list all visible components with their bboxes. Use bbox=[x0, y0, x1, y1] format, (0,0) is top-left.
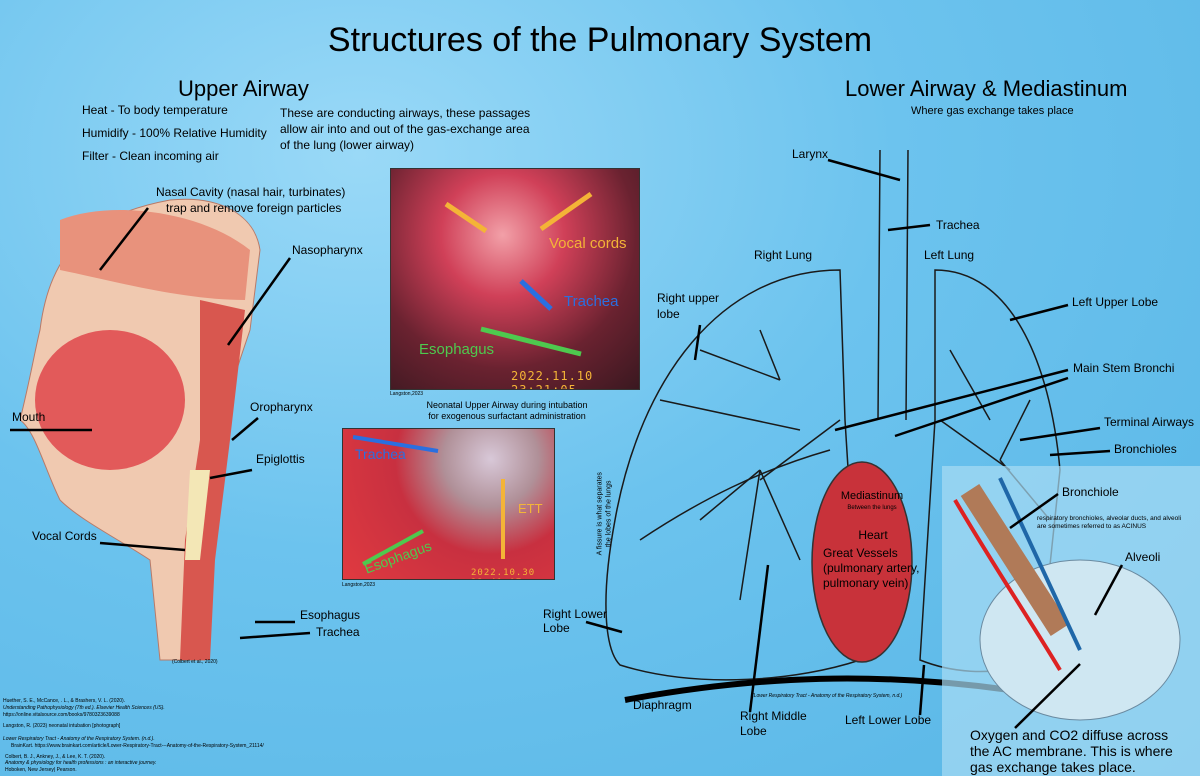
lower-airway-subheading: Where gas exchange takes place bbox=[911, 105, 1074, 117]
function-filter: Filter - Clean incoming air bbox=[82, 149, 219, 163]
label-esophagus: Esophagus bbox=[300, 608, 361, 622]
acinus-note-2: are sometimes referred to as ACINUS bbox=[1037, 523, 1147, 530]
mediastinum-great-vessels-3: pulmonary vein) bbox=[823, 576, 909, 590]
label-main-stem-bronchi: Main Stem Bronchi bbox=[1073, 361, 1175, 375]
label-trachea: Trachea bbox=[316, 625, 360, 639]
conducting-3: of the lung (lower airway) bbox=[280, 138, 415, 152]
photo1-timestamp: 2022.11.10 23:21:05 bbox=[511, 369, 594, 390]
leader-lines bbox=[10, 158, 1124, 729]
references: Huether, S. E., McCance, . L., & Brasher… bbox=[3, 698, 264, 774]
head-credit: (Colbert et al., 2020) bbox=[172, 659, 218, 665]
function-heat: Heat - To body temperature bbox=[82, 103, 228, 117]
arrow-esophagus-2 bbox=[362, 529, 424, 566]
fissure-note: A fissure is what separates the lobes of… bbox=[596, 459, 614, 569]
lower-airway-heading: Lower Airway & Mediastinum bbox=[845, 76, 1128, 101]
ref-line: Understanding Pathophysiology (7th ed.).… bbox=[3, 704, 165, 711]
arrow-vocal-1 bbox=[444, 201, 488, 234]
mediastinum-heart: Heart bbox=[858, 528, 888, 542]
upper-airway-heading: Upper Airway bbox=[178, 76, 309, 101]
label-alveoli: Alveoli bbox=[1125, 550, 1161, 564]
label-left-lower-lobe: Left Lower Lobe bbox=[845, 713, 932, 727]
acinus-illustration bbox=[953, 477, 1181, 721]
exchange-note-3: gas exchange takes place. bbox=[970, 759, 1136, 775]
ref-line: Huether, S. E., McCance, . L., & Brasher… bbox=[3, 698, 126, 704]
page-title: Structures of the Pulmonary System bbox=[327, 21, 873, 59]
photo1-esophagus-label: Esophagus bbox=[419, 341, 495, 358]
ref-line: Colbert, B. J., Ankney, J., & Lee, K. T.… bbox=[5, 753, 106, 760]
label-bronchioles: Bronchioles bbox=[1114, 442, 1177, 456]
label-mouth: Mouth bbox=[12, 410, 46, 424]
ref-line: https://online.vitalsource.com/books/978… bbox=[3, 711, 120, 718]
fissure-note-1: A fissure is what separates bbox=[596, 472, 604, 556]
photo2-credit: Langston,2023 bbox=[342, 582, 376, 588]
photo2-timestamp: 2022.10.30 23:41:07 bbox=[471, 568, 536, 579]
label-right-middle-lobe-2: Lobe bbox=[740, 724, 767, 738]
label-right-middle-lobe: Right Middle bbox=[740, 709, 807, 723]
mediastinum-great-vessels-2: (pulmonary artery, bbox=[823, 561, 920, 575]
exchange-note-1: Oxygen and CO2 diffuse across bbox=[970, 727, 1169, 743]
label-epiglottis: Epiglottis bbox=[256, 452, 305, 466]
photo1-credit: Langston,2023 bbox=[390, 391, 424, 397]
label-right-lower-lobe: Right Lower bbox=[543, 607, 608, 621]
label-right-upper-lobe: Right upper bbox=[657, 291, 720, 305]
intubation-photo-1: Vocal cords Trachea Esophagus 2022.11.10… bbox=[390, 168, 640, 390]
label-lower-trachea: Trachea bbox=[936, 218, 980, 232]
acinus-note-1: respiratory bronchioles, alveolar ducts,… bbox=[1037, 515, 1182, 522]
ref-line: Langston, R. (2023) neonatal intubation … bbox=[3, 723, 121, 730]
label-terminal-airways: Terminal Airways bbox=[1104, 415, 1195, 429]
label-nasal-cavity: Nasal Cavity (nasal hair, turbinates) bbox=[156, 185, 346, 199]
label-diaphragm: Diaphragm bbox=[633, 698, 692, 712]
conducting-2: allow air into and out of the gas-exchan… bbox=[280, 122, 530, 136]
mediastinum-title: Mediastinum bbox=[840, 490, 904, 502]
mediastinum-sub: Between the lungs bbox=[847, 505, 897, 511]
arrow-trachea-2 bbox=[352, 435, 439, 453]
photo1-trachea-label: Trachea bbox=[564, 293, 619, 310]
ref-line: Anatomy & physiology for health professi… bbox=[5, 760, 157, 767]
fissure-note-2: the lobes of the lungs bbox=[605, 480, 612, 548]
label-vocal-cords: Vocal Cords bbox=[32, 529, 97, 543]
photo2-ett-label: ETT bbox=[518, 501, 543, 516]
label-nasopharynx: Nasopharynx bbox=[292, 243, 363, 257]
ref-line: BrainKart. https://www.brainkart.com/art… bbox=[11, 742, 264, 749]
intubation-photo-2: Trachea ETT Esophagus 2022.10.30 23:41:0… bbox=[342, 428, 555, 580]
ref-line: Hoboken, New Jersey| Pearson. bbox=[5, 767, 77, 773]
photo1-vocal-label: Vocal cords bbox=[549, 235, 627, 252]
photo2-trachea-label: Trachea bbox=[355, 446, 406, 462]
label-larynx: Larynx bbox=[792, 147, 829, 161]
exchange-note-2: the AC membrane. This is where bbox=[970, 743, 1173, 759]
mediastinum-great-vessels: Great Vessels bbox=[823, 546, 898, 560]
arrow-esophagus bbox=[480, 326, 582, 357]
label-right-upper-lobe-2: lobe bbox=[657, 307, 680, 321]
label-left-lung: Left Lung bbox=[924, 248, 975, 262]
photo-caption-2: for exogenous surfactant administration bbox=[428, 411, 586, 421]
label-right-lower-lobe-2: Lobe bbox=[543, 621, 570, 635]
arrow-vocal-2 bbox=[539, 191, 593, 232]
label-oropharynx: Oropharynx bbox=[250, 400, 313, 414]
mediastinum-ellipse bbox=[811, 461, 913, 663]
conducting-1: These are conducting airways, these pass… bbox=[280, 106, 531, 120]
label-nasal-cavity-desc: trap and remove foreign particles bbox=[166, 201, 342, 215]
ref-line: Lower Respiratory Tract - Anatomy of the… bbox=[3, 736, 155, 742]
arrow-trachea bbox=[519, 279, 553, 311]
head-sagittal-illustration bbox=[19, 198, 261, 661]
label-left-upper-lobe: Left Upper Lobe bbox=[1072, 295, 1159, 309]
function-humidify: Humidify - 100% Relative Humidity bbox=[82, 126, 267, 140]
photo-caption-1: Neonatal Upper Airway during intubation bbox=[426, 400, 588, 410]
lungs-credit: (Lower Respiratory Tract - Anatomy of th… bbox=[752, 693, 903, 699]
label-bronchiole: Bronchiole bbox=[1062, 485, 1119, 499]
label-right-lung: Right Lung bbox=[754, 248, 813, 262]
